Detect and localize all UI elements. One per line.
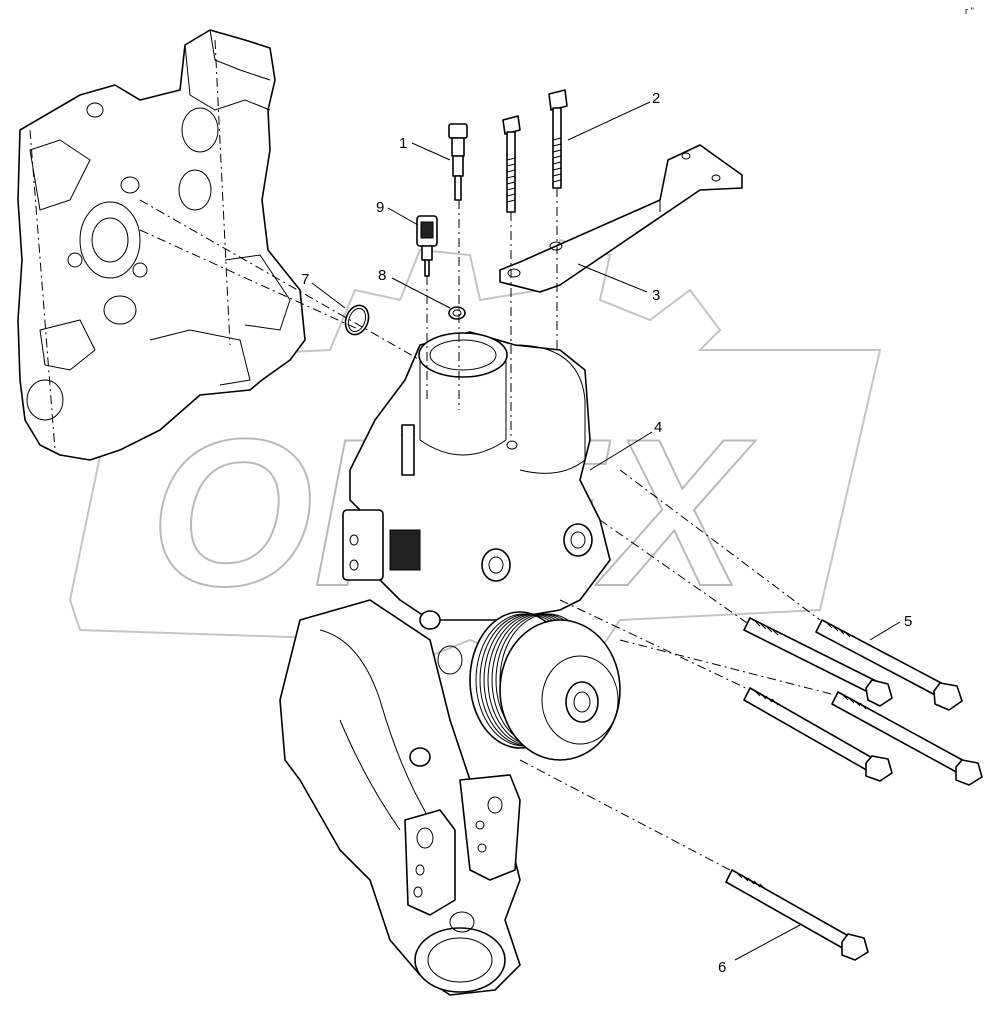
part-3-bracket [499, 144, 743, 293]
callout-3: 3 [652, 287, 660, 304]
part-6-bolt [725, 869, 869, 961]
part-4-water-pump [342, 331, 611, 621]
callout-1-leader [411, 142, 451, 161]
callouts: 1 2 3 4 5 6 7 8 9 [301, 90, 912, 976]
callout-8-leader [391, 277, 451, 309]
part-1-sensor [448, 123, 468, 201]
callout-9: 9 [376, 199, 384, 216]
part-5-bolts [743, 617, 983, 786]
callout-3-leader [577, 263, 648, 293]
callout-5: 5 [904, 613, 912, 630]
part-7-oring [344, 304, 370, 336]
callout-4-leader [589, 431, 653, 471]
callout-2-leader [567, 101, 651, 141]
top-bolts [502, 89, 568, 213]
centre-lines [139, 188, 836, 871]
pulley [469, 611, 621, 761]
callout-4: 4 [654, 419, 662, 436]
callout-6-leader [734, 924, 801, 961]
callout-9-leader [387, 207, 419, 226]
callout-2: 2 [652, 90, 660, 107]
part-8-washer [448, 306, 466, 320]
engine-block [17, 29, 306, 461]
part-9-sensor [416, 215, 438, 277]
corner-mark: r '' [965, 6, 974, 16]
callout-1: 1 [399, 135, 407, 152]
callout-7: 7 [301, 271, 309, 288]
callout-7-leader [311, 282, 346, 309]
callout-5-leader [869, 621, 901, 641]
callout-8: 8 [378, 267, 386, 284]
callout-6: 6 [718, 959, 726, 976]
outlet-pipe [279, 599, 521, 996]
